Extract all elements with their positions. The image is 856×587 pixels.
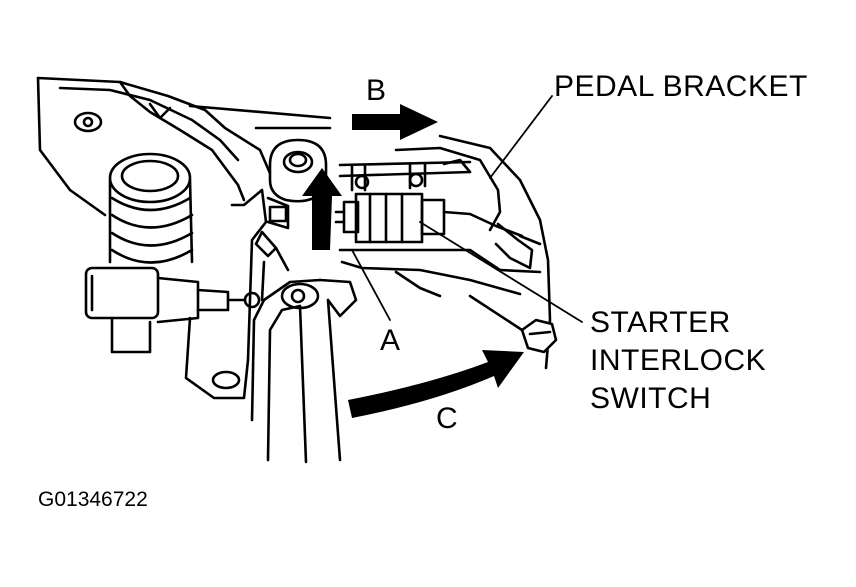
pedal-arm	[250, 278, 358, 464]
lower-bracket-plate	[184, 188, 268, 400]
arrow-c-label: C	[436, 402, 458, 435]
return-spring	[108, 152, 194, 264]
figure-id: G01346722	[38, 488, 148, 511]
pedal-bracket-leader	[489, 95, 553, 179]
arrow-b-shape	[352, 104, 438, 140]
pedal-bracket-label: PEDAL BRACKET	[554, 70, 808, 103]
mounting-nut	[468, 294, 558, 354]
arrow-b-label: B	[366, 74, 387, 107]
leader-lines	[351, 95, 583, 323]
pedal-bracket	[394, 134, 552, 370]
switch-mount	[334, 158, 524, 298]
starter-interlock-leader	[419, 221, 583, 323]
pedal-assembly-frame	[36, 76, 332, 217]
arrow-a-leader	[351, 249, 391, 321]
electrical-connector	[84, 266, 261, 354]
starter-interlock-label-line1: STARTER	[590, 306, 731, 339]
motion-arrows	[302, 104, 524, 418]
starter-interlock-label-line3: SWITCH	[590, 382, 712, 415]
starter-interlock-label-line2: INTERLOCK	[590, 344, 767, 377]
arrow-c-shape	[348, 350, 524, 418]
arrow-a-label: A	[380, 324, 401, 357]
arrow-a-shape	[302, 168, 342, 250]
